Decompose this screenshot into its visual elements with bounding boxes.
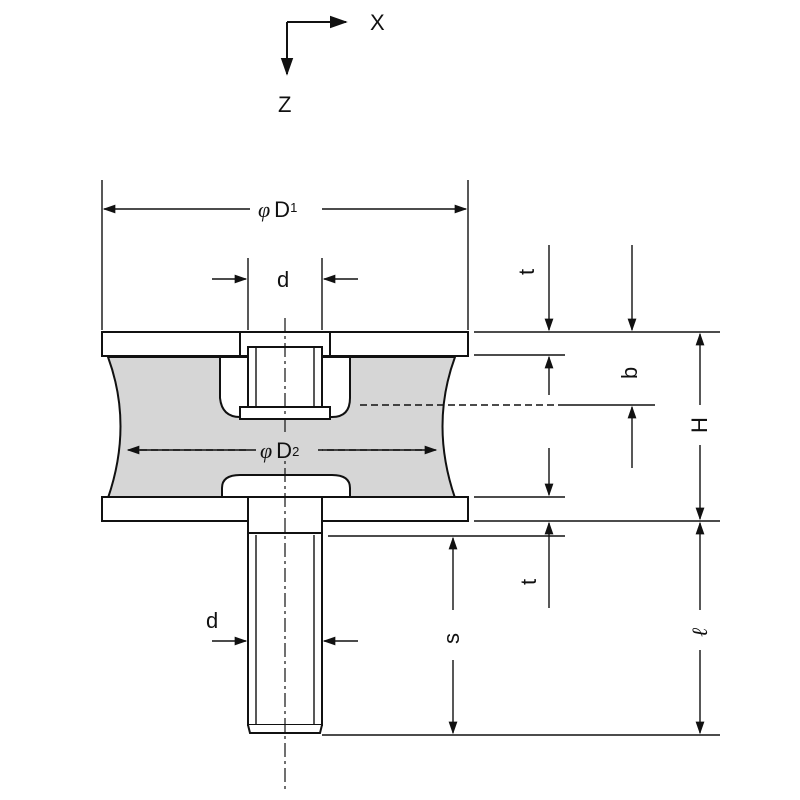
dimension-t-bottom-label: t [516,579,541,585]
top-plate [101,331,469,357]
extension-lines [322,331,720,736]
dimension-H-label: H [687,417,712,433]
dimension-b: b [617,245,642,468]
dimension-H: H [687,332,712,521]
dimension-l: ℓ [687,521,712,735]
axis-indicator: X Z [278,10,385,117]
x-axis-label: X [370,10,385,35]
dimension-t-bottom: t [516,521,554,608]
dimension-l-label: ℓ [687,627,712,637]
dimension-d-bottom-label: d [206,608,218,633]
z-axis-label: Z [278,92,291,117]
dimension-d-top: d [212,267,358,292]
dimension-t-top: t [514,245,554,395]
dimension-t-top-label: t [514,269,539,275]
dimension-d-top-label: d [277,267,289,292]
dimension-d-bottom: d [206,608,358,646]
dimension-s-label: s [439,633,464,644]
dimension-s: s [439,536,464,735]
extension-lines-vertical [101,180,469,330]
dimension-b-label: b [617,367,642,379]
